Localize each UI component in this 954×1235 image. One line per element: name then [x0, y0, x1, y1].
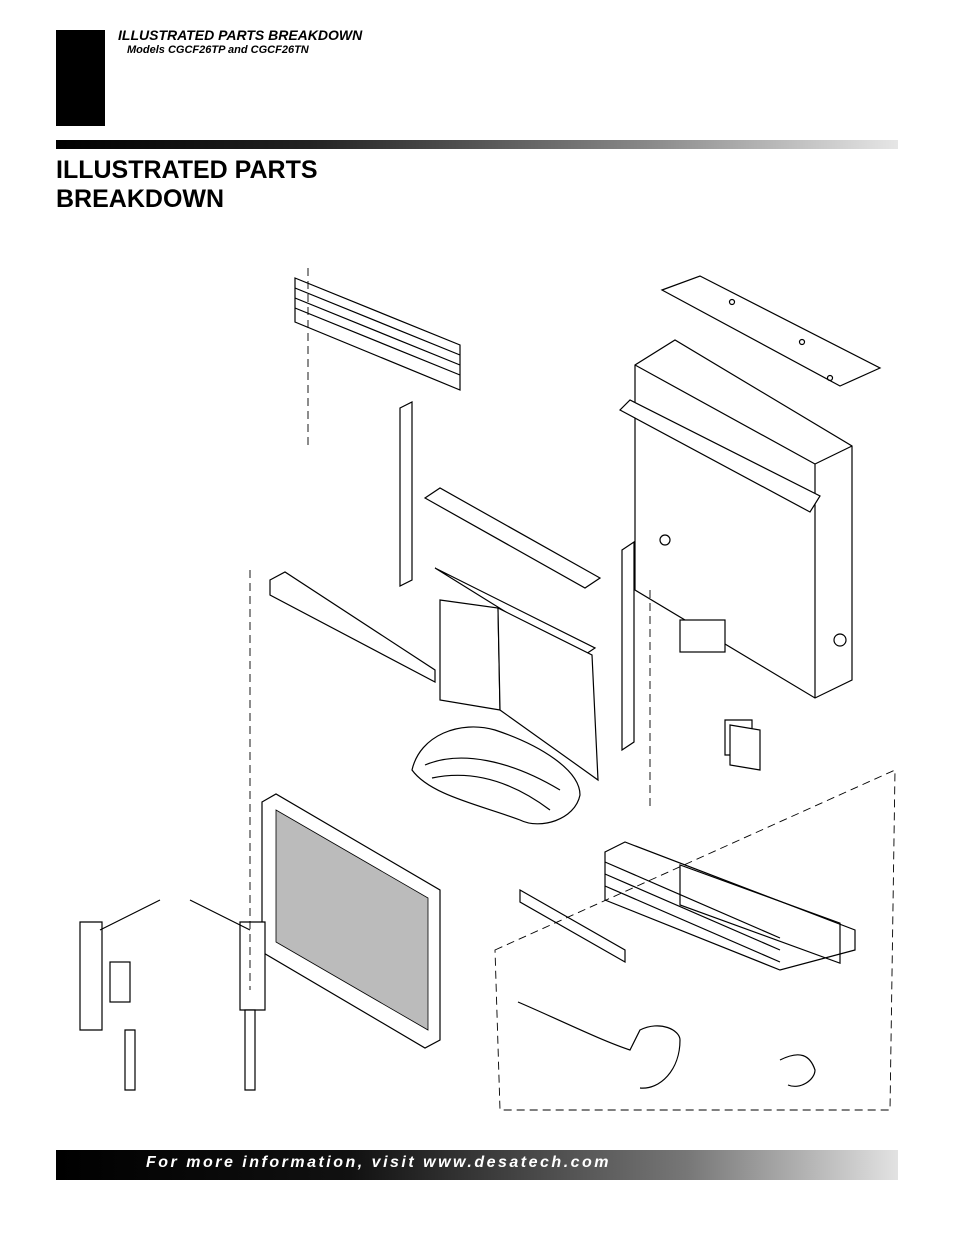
valve-and-burner [519, 619, 761, 964]
header-models-line: Models CGCF26TP and CGCF26TN [127, 44, 309, 56]
header-section-label: ILLUSTRATED PARTS BREAKDOWN [118, 27, 363, 43]
top-baffle [423, 487, 602, 589]
page-title: ILLUSTRATED PARTS BREAKDOWN [56, 156, 318, 214]
header-black-tab [56, 30, 105, 126]
right-side-trim [621, 540, 635, 752]
lower-louver-assembly [604, 841, 856, 971]
left-front-panel [269, 571, 436, 683]
footer-gradient-bar [56, 1150, 898, 1180]
top-louver-assembly [294, 277, 461, 391]
footer-website-text: For more information, visit www.desatech… [146, 1154, 612, 1171]
firebox-liner [434, 567, 599, 782]
top-cover-panel [660, 275, 882, 387]
page-title-line-1: ILLUSTRATED PARTS [56, 156, 318, 184]
left-side-trim [399, 401, 413, 587]
screen-frame [261, 793, 441, 1049]
header-gradient-rule [56, 140, 898, 149]
pilot-assembly-insets [79, 899, 266, 1091]
log-set [411, 726, 581, 825]
cabinet-box [619, 339, 853, 699]
gas-supply-tubing [517, 1001, 816, 1089]
page-title-line-2: BREAKDOWN [56, 185, 225, 213]
exploded-parts-diagram [79, 268, 896, 1111]
